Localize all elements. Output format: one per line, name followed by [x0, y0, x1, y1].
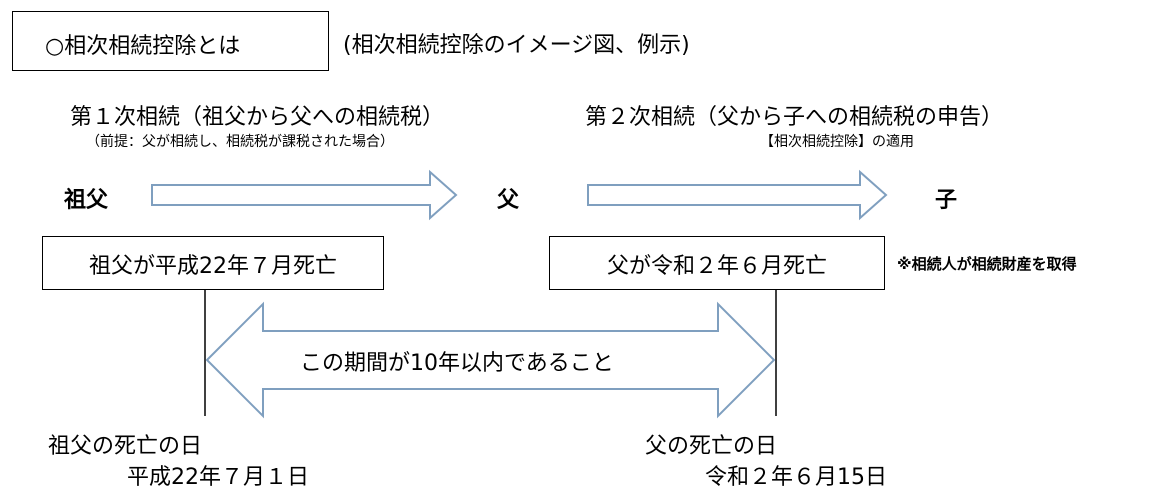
father-death-text: 父が令和２年６月死亡	[606, 254, 827, 279]
first-inheritance-heading: 第１次相続（祖父から父への相続税）	[70, 105, 445, 130]
second-inheritance-note: 【相次相続控除】の適用	[760, 134, 914, 150]
grandfather-death-date-label: 祖父の死亡の日	[48, 434, 203, 459]
second-inheritance-heading: 第２次相続（父から子への相続税の申告）	[585, 105, 1004, 130]
father-death-box: 父が令和２年６月死亡	[549, 236, 885, 290]
node-grandfather: 祖父	[64, 188, 109, 213]
title-box: ○相次相続控除とは	[12, 11, 329, 71]
arrow-grandfather-to-father	[151, 169, 458, 221]
father-death-date-label: 父の死亡の日	[645, 434, 778, 459]
first-inheritance-note: （前提：父が相続し、相続税が課税された場合）	[86, 134, 394, 150]
side-note: ※相続人が相続財産を取得	[897, 255, 1077, 273]
arrow-father-to-child	[587, 169, 888, 221]
period-label: この期間が10年以内であること	[300, 345, 614, 377]
father-death-date: 令和２年６月15日	[705, 465, 887, 490]
subtitle: (相次相続控除のイメージ図、例示)	[343, 33, 690, 58]
title-text: ○相次相続控除とは	[45, 34, 241, 59]
node-child: 子	[935, 188, 958, 213]
grandfather-death-date: 平成22年７月１日	[127, 465, 309, 490]
grandfather-death-box: 祖父が平成22年７月死亡	[42, 236, 384, 290]
grandfather-death-text: 祖父が平成22年７月死亡	[89, 254, 337, 279]
node-father: 父	[497, 188, 520, 213]
